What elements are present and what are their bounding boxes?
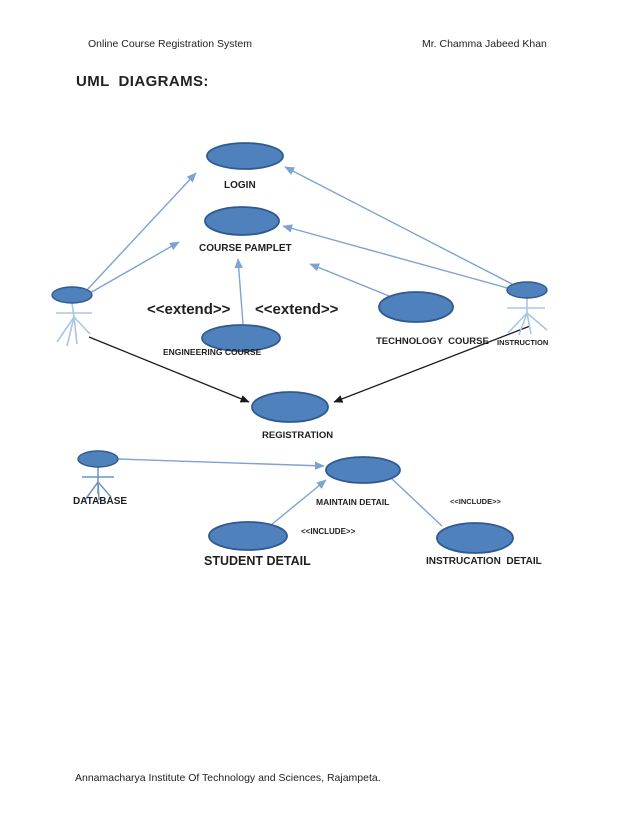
stereotype-extend-right: <<extend>> [255, 301, 339, 318]
edge-instruction-coursepamplet [282, 224, 512, 290]
actor-database-head [77, 450, 119, 468]
edge-actorleft-coursepamplet [89, 241, 180, 294]
usecase-instrucation-detail [436, 522, 514, 554]
actor-instruction-label: INSTRUCTION [497, 338, 549, 347]
edge-include-studentdetail-maintaindetail [270, 479, 327, 526]
usecase-maintain-detail-label: MAINTAIN DETAIL [316, 497, 390, 507]
usecase-maintain-detail [325, 456, 401, 484]
edge-actorleft-login [85, 172, 197, 292]
edge-extend-technology-coursepamplet [309, 263, 390, 297]
actor-database-label: DATABASE [73, 496, 128, 507]
header-author: Mr. Chamma Jabeed Khan [422, 38, 547, 50]
actor-left [51, 286, 93, 347]
usecase-student-detail [208, 521, 288, 551]
usecase-student-detail-label: STUDENT DETAIL [204, 554, 311, 568]
stereotype-include-left: <<INCLUDE>> [301, 527, 356, 536]
edge-extend-engineering-coursepamplet [234, 258, 244, 325]
page-title: UML DIAGRAMS: [76, 73, 209, 90]
edge-database-maintaindetail [117, 458, 325, 470]
usecase-course-pamplet-label: COURSE PAMPLET [199, 243, 292, 254]
usecase-instrucation-detail-label: INSTRUCATION DETAIL [426, 556, 542, 567]
edge-include-maintaindetail-instrucationdetail [391, 478, 443, 527]
usecase-course-pamplet [204, 206, 280, 236]
actor-left-head [51, 286, 93, 304]
edge-instruction-login [284, 166, 513, 285]
usecase-registration [251, 391, 329, 423]
usecase-login [206, 142, 284, 170]
usecase-login-label: LOGIN [224, 180, 256, 191]
usecase-technology-course [378, 291, 454, 323]
edge-actorleft-registration [88, 336, 250, 403]
actor-database [77, 450, 119, 501]
edge-instruction-registration [333, 325, 531, 403]
usecase-technology-course-label: TECHNOLOGY COURSE [376, 336, 489, 347]
actor-instruction-head [506, 281, 548, 299]
usecase-engineering-course [201, 324, 281, 352]
stereotype-extend-left: <<extend>> [147, 301, 231, 318]
usecase-registration-label: REGISTRATION [262, 430, 334, 441]
usecase-engineering-course-label: ENGINEERING COURSE [163, 347, 262, 357]
header-title: Online Course Registration System [88, 38, 252, 50]
footer-institute: Annamacharya Institute Of Technology and… [75, 772, 381, 784]
actor-instruction [506, 281, 548, 336]
stereotype-include-right: <<INCLUDE>> [450, 497, 501, 506]
